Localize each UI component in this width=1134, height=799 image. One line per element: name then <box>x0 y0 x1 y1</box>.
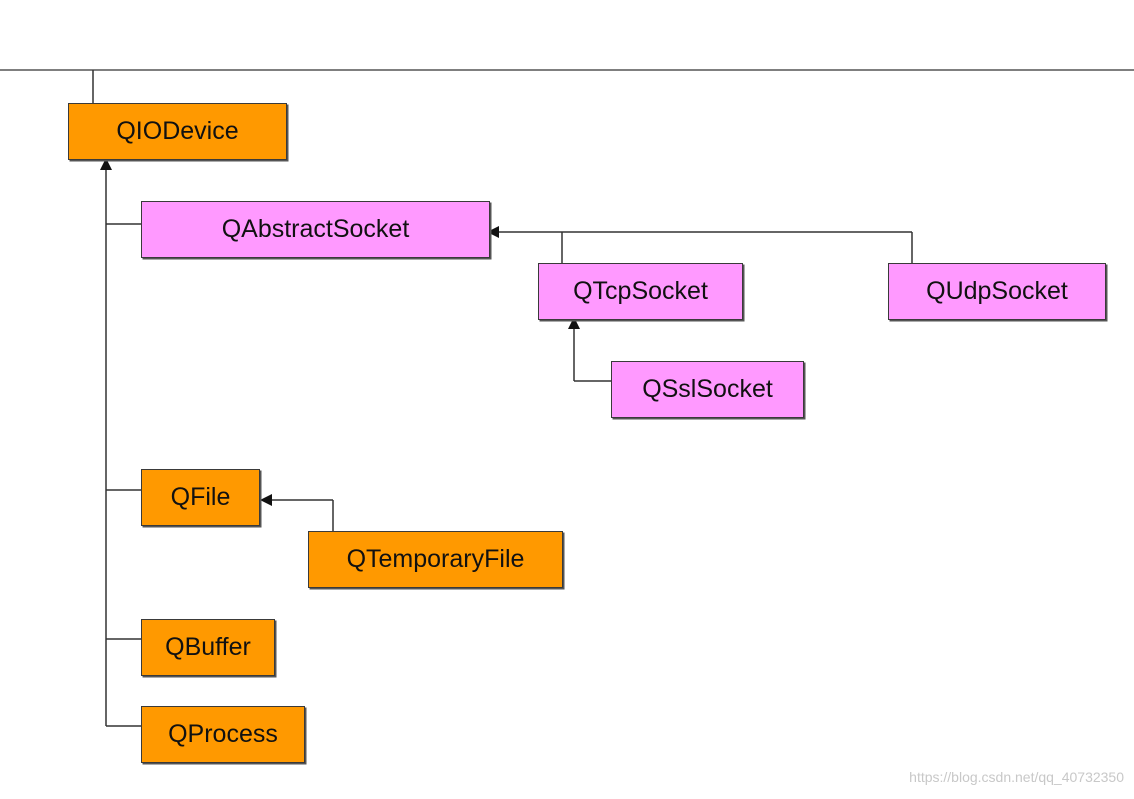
qfile-arrowhead <box>260 494 272 506</box>
qtcpsocket-node: QTcpSocket <box>538 263 743 320</box>
qabstractsocket-node: QAbstractSocket <box>141 201 490 258</box>
qbuffer-node: QBuffer <box>141 619 275 676</box>
qiodevice-arrowhead <box>100 158 112 170</box>
watermark-text: https://blog.csdn.net/qq_40732350 <box>909 769 1124 785</box>
qtemporaryfile-node: QTemporaryFile <box>308 531 563 588</box>
qiodevice-node: QIODevice <box>68 103 287 160</box>
qtcpsocket-arrowhead <box>568 317 580 329</box>
qudpsocket-node: QUdpSocket <box>888 263 1106 320</box>
qfile-node: QFile <box>141 469 260 526</box>
qsslsocket-node: QSslSocket <box>611 361 804 418</box>
qabstractsocket-arrowhead <box>487 226 499 238</box>
qprocess-node: QProcess <box>141 706 305 763</box>
